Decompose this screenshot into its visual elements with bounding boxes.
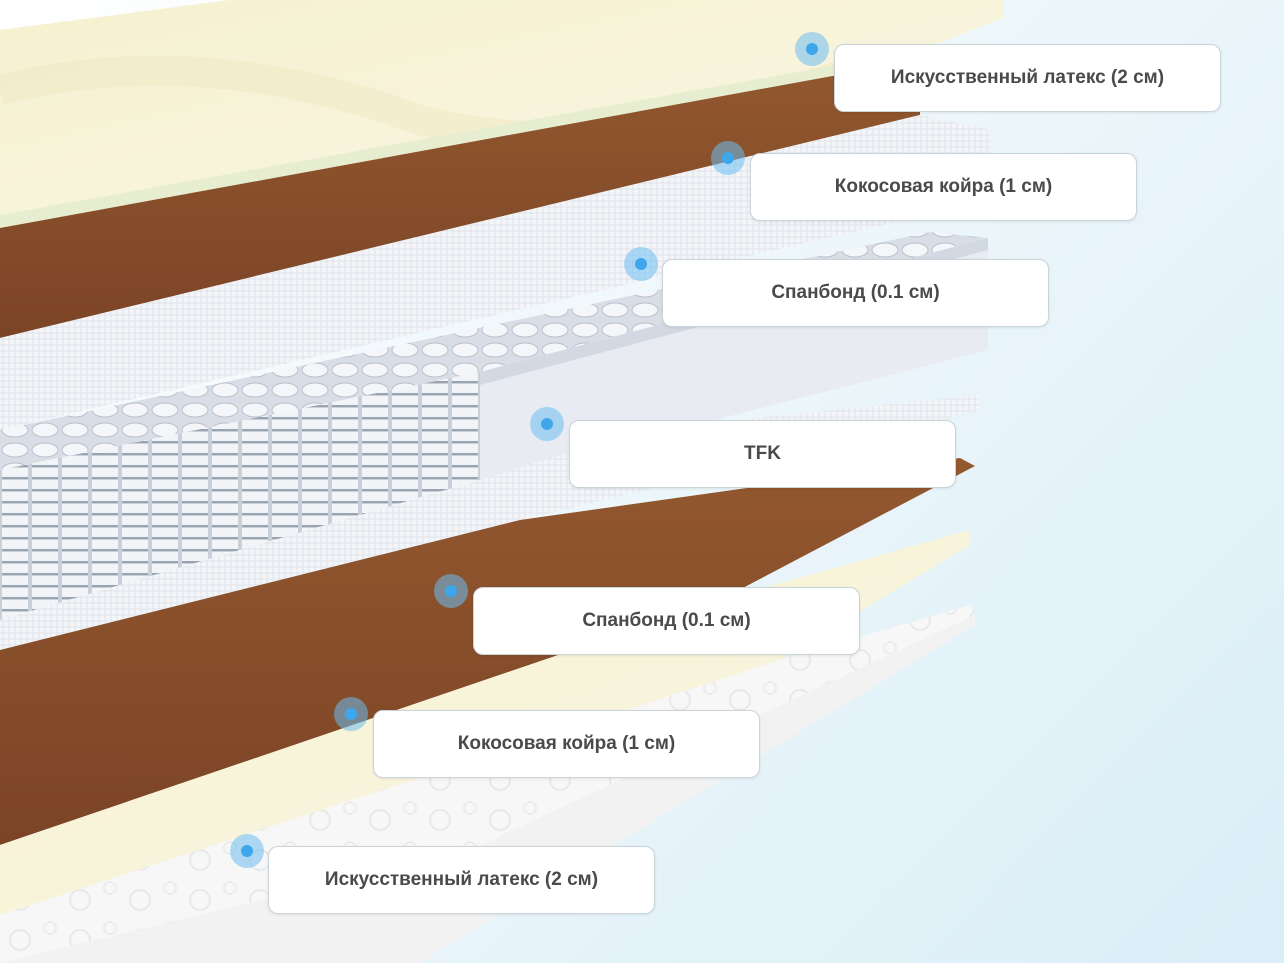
bottom-cover-layer bbox=[0, 605, 975, 963]
layer-label-lower-coir: Кокосовая койра (1 см) bbox=[373, 710, 760, 778]
layer-label-tfk: TFK bbox=[569, 420, 956, 488]
marker-dot-icon bbox=[334, 697, 368, 731]
marker-dot-icon bbox=[711, 141, 745, 175]
layer-label-top-spunbond: Спанбонд (0.1 см) bbox=[662, 259, 1049, 327]
marker-dot-icon bbox=[230, 834, 264, 868]
marker-dot-icon bbox=[434, 574, 468, 608]
layer-label-lower-latex: Искусственный латекс (2 см) bbox=[268, 846, 655, 914]
top-latex-layer bbox=[0, 0, 1004, 215]
layer-label-lower-spunbond: Спанбонд (0.1 см) bbox=[473, 587, 860, 655]
top-spunbond-layer bbox=[0, 115, 990, 430]
layer-label-top-coir: Кокосовая койра (1 см) bbox=[750, 153, 1137, 221]
marker-dot-icon bbox=[795, 32, 829, 66]
marker-dot-icon bbox=[530, 407, 564, 441]
top-coir-layer bbox=[0, 60, 920, 338]
spring-block-side bbox=[0, 372, 480, 620]
marker-dot-icon bbox=[624, 247, 658, 281]
layer-label-top-latex: Искусственный латекс (2 см) bbox=[834, 44, 1221, 112]
